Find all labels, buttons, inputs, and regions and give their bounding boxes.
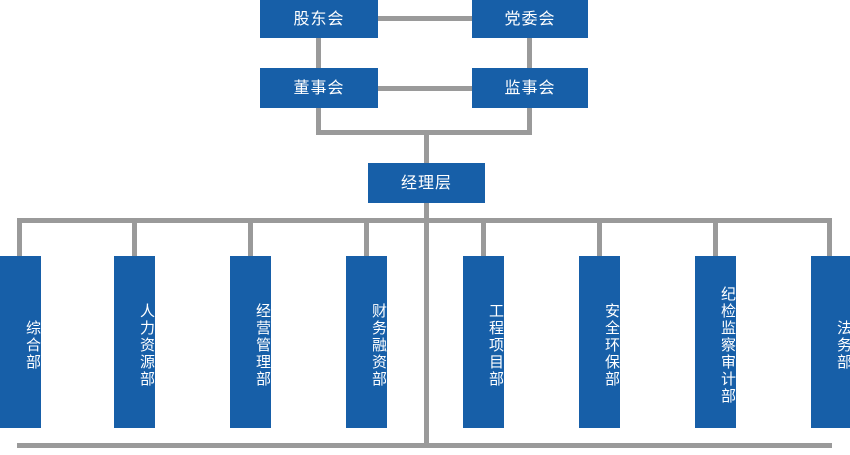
node-label: 综合部 bbox=[24, 320, 42, 371]
node-department-finance-and-funding[interactable]: 财务融资部 bbox=[346, 256, 388, 428]
connector-drop-safety bbox=[597, 218, 602, 256]
connector-drop-hr bbox=[132, 218, 137, 256]
node-label: 财务融资部 bbox=[370, 303, 388, 388]
connector-management-spine bbox=[424, 203, 429, 448]
connector-drop-discipline bbox=[713, 218, 718, 256]
node-party-committee[interactable]: 党委会 bbox=[472, 0, 588, 38]
connector-bus-left-cap bbox=[17, 218, 22, 256]
connector-bottom-rule bbox=[17, 443, 832, 448]
node-label: 监事会 bbox=[504, 78, 556, 97]
connector-shareholders-to-party bbox=[378, 16, 472, 21]
connector-drop-finance bbox=[364, 218, 369, 256]
node-label: 股东会 bbox=[293, 9, 345, 28]
node-label: 党委会 bbox=[504, 9, 556, 28]
node-department-engineering-projects[interactable]: 工程项目部 bbox=[463, 256, 505, 428]
node-department-safety-and-environment[interactable]: 安全环保部 bbox=[579, 256, 621, 428]
connector-board-down bbox=[316, 108, 321, 135]
node-department-human-resources[interactable]: 人力资源部 bbox=[114, 256, 156, 428]
connector-supervisors-down bbox=[527, 108, 532, 135]
node-department-discipline-inspection-audit[interactable]: 纪检监察审计部 bbox=[695, 256, 737, 428]
connector-department-bus bbox=[17, 218, 832, 223]
connector-drop-engineering bbox=[481, 218, 486, 256]
node-department-general-affairs[interactable]: 综合部 bbox=[0, 256, 42, 428]
node-label: 经营管理部 bbox=[254, 303, 272, 388]
node-label: 人力资源部 bbox=[138, 303, 156, 388]
node-shareholders-meeting[interactable]: 股东会 bbox=[260, 0, 378, 38]
node-management[interactable]: 经理层 bbox=[368, 163, 485, 203]
node-label: 董事会 bbox=[293, 78, 345, 97]
node-board-of-directors[interactable]: 董事会 bbox=[260, 68, 378, 108]
connector-board-to-supervisors bbox=[378, 86, 472, 91]
node-label: 经理层 bbox=[400, 173, 452, 192]
connector-drop-operations bbox=[248, 218, 253, 256]
node-department-operations-management[interactable]: 经营管理部 bbox=[230, 256, 272, 428]
node-label: 工程项目部 bbox=[487, 303, 505, 388]
node-label: 法务部 bbox=[835, 320, 850, 371]
node-label: 纪检监察审计部 bbox=[719, 286, 737, 405]
node-label: 安全环保部 bbox=[603, 303, 621, 388]
node-department-legal-affairs[interactable]: 法务部 bbox=[811, 256, 850, 428]
node-board-of-supervisors[interactable]: 监事会 bbox=[472, 68, 588, 108]
connector-shareholders-to-board bbox=[316, 38, 321, 68]
connector-bus-right-cap bbox=[827, 218, 832, 256]
connector-bus-to-management bbox=[424, 130, 429, 163]
connector-party-to-supervisors bbox=[527, 38, 532, 68]
